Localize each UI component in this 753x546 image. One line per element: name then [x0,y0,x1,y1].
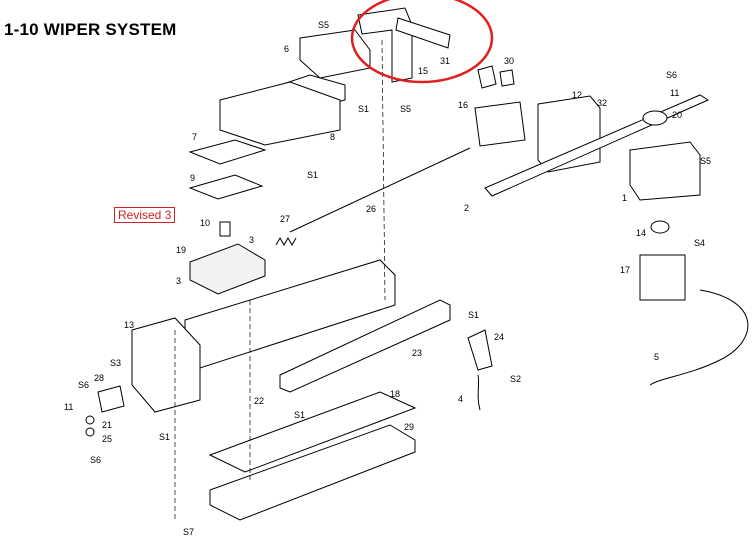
label-s6: S6 [666,70,677,80]
label-13: 13 [124,320,134,330]
label-s5: S5 [400,104,411,114]
plate-part-29 [209,424,416,521]
part-10 [219,221,231,237]
cover-part-6 [299,29,371,79]
label-1: 1 [622,193,627,203]
label-s1: S1 [307,170,318,180]
label-17: 17 [620,265,630,275]
label-s6: S6 [90,455,101,465]
pad-part-9 [188,174,264,200]
block-part-8 [219,81,341,146]
label-s3: S3 [110,358,121,368]
gear-part-20 [642,110,668,126]
label-s7: S7 [183,527,194,537]
carriage-part-16 [474,101,526,147]
part-drawings [85,7,749,521]
revision-note: Revised 3 [114,207,176,223]
spring-part-27 [275,236,297,247]
label-14: 14 [636,228,646,238]
label-19: 19 [176,245,186,255]
bracket-part-1 [629,141,701,201]
label-20: 20 [672,110,682,120]
label-11: 11 [64,402,73,412]
label-s2: S2 [510,374,521,384]
pad-part-7 [188,139,267,165]
label-30: 30 [504,56,514,66]
part-30 [477,65,497,89]
label-15: 15 [418,66,428,76]
label-s1: S1 [468,310,479,320]
cable-part-5 [649,289,749,386]
part-24 [467,329,493,371]
label-8: 8 [330,132,335,142]
label-26: 26 [366,204,376,214]
label-s1: S1 [159,432,170,442]
label-32: 32 [597,98,607,108]
bracket-part-23 [279,299,451,393]
label-s1: S1 [358,104,369,114]
part-30b [499,69,515,87]
label-31: 31 [440,56,450,66]
label-s5: S5 [700,156,711,166]
label-11: 11 [670,88,679,98]
label-9: 9 [190,173,195,183]
label-24: 24 [494,332,504,342]
label-29: 29 [404,422,414,432]
label-21: 21 [102,420,112,430]
label-16: 16 [458,100,468,110]
cap-part-19 [189,243,266,295]
label-5: 5 [654,352,659,362]
part-14 [650,220,670,234]
part-labels: S5 6 31 15 30 S1 S5 8 16 12 32 S6 11 20 … [64,20,711,537]
label-s6: S6 [78,380,89,390]
washer-part-25 [85,427,95,437]
label-28: 28 [94,373,104,383]
part-28 [97,385,125,413]
label-23: 23 [412,348,422,358]
plate-part-18 [208,391,417,473]
plate-part-31 [395,17,451,49]
assembly-guide-lines [174,39,386,520]
label-s4: S4 [694,238,705,248]
motor-part-17 [639,254,686,301]
label-s5: S5 [318,20,329,30]
label-7: 7 [192,132,197,142]
page-title: 1-10 WIPER SYSTEM [4,20,177,39]
label-s1: S1 [294,410,305,420]
label-25: 25 [102,434,112,444]
label-6: 6 [284,44,289,54]
label-2: 2 [464,203,469,213]
shaft-part-26 [289,147,471,233]
washer-part-21 [85,415,95,425]
label-4: 4 [458,394,463,404]
label-3: 3 [249,235,254,245]
label-22: 22 [254,396,264,406]
label-3: 3 [176,276,181,286]
label-27: 27 [280,214,290,224]
label-10: 10 [200,218,210,228]
label-18: 18 [390,389,400,399]
side-plate-part-13 [131,317,201,413]
cable-part-4 [477,374,481,411]
highlight-circle [350,0,494,84]
label-12: 12 [572,90,582,100]
